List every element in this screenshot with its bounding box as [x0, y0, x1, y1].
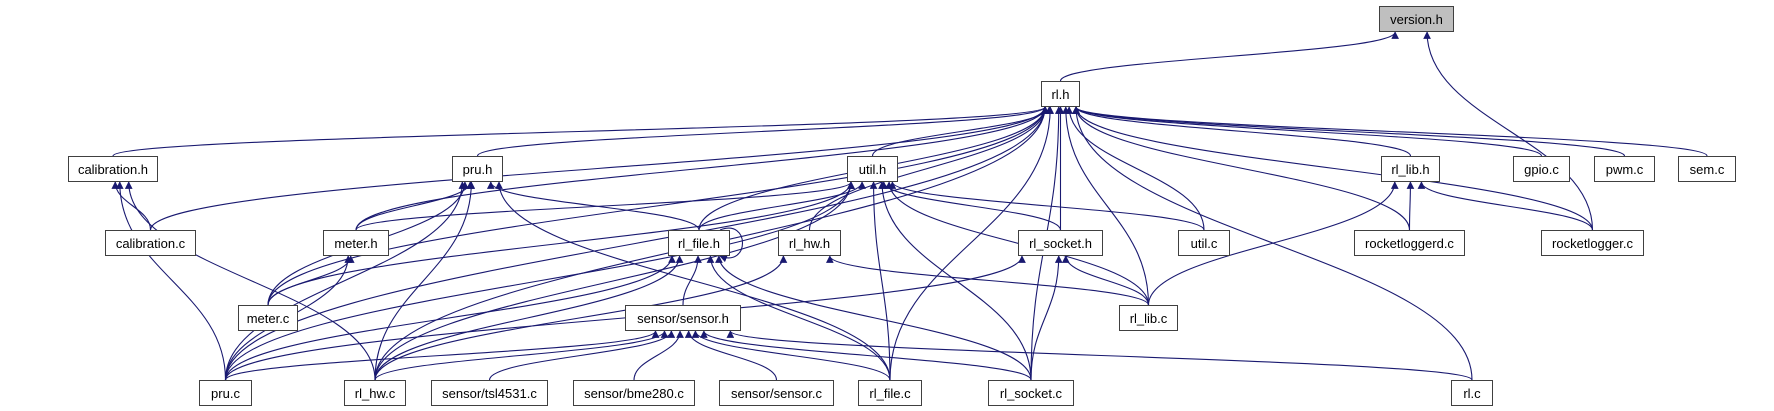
edge-rl-lib-c-to-rl-socket-h	[1061, 255, 1150, 306]
edge-rocketlogger-c-to-version-h	[1423, 31, 1594, 231]
node-sem-c[interactable]: sem.c	[1678, 156, 1736, 182]
edge-pru-c-to-rl-h	[224, 106, 1049, 381]
edge-rl-socket-c-to-sensor-h	[700, 330, 1032, 381]
node-sensor-c[interactable]: sensor/sensor.c	[719, 380, 834, 406]
edge-rl-hw-h-to-rl-h	[808, 106, 1050, 231]
edge-meter-c-to-util-h	[267, 181, 855, 306]
edge-rl-file-c-to-rl-file-h	[706, 255, 891, 381]
edge-gpio-c-to-rl-h	[1072, 106, 1543, 157]
edge-rocketlogger-c-to-rl-h	[1072, 106, 1594, 231]
edge-rl-lib-c-to-rl-lib-h	[1147, 181, 1399, 306]
node-util-c[interactable]: util.c	[1178, 230, 1230, 256]
node-meter-c[interactable]: meter.c	[238, 305, 298, 331]
edge-rl-hw-c-to-rl-file-h	[374, 255, 684, 381]
node-pru-h[interactable]: pru.h	[452, 156, 503, 182]
edge-rl-socket-h-to-util-h	[879, 181, 1062, 231]
node-version-h: version.h	[1379, 6, 1454, 32]
edge-rl-file-c-to-rl-h	[889, 106, 1055, 381]
edge-rocketlogger-c-to-rl-lib-h	[1417, 181, 1594, 231]
edge-rl-c-to-rl-h	[1072, 106, 1473, 381]
edge-calibration-h-to-rl-h	[112, 106, 1049, 157]
edge-rl-hw-c-to-util-h	[374, 181, 855, 381]
edge-sem-c-to-rl-h	[1072, 106, 1708, 157]
edge-bme280-c-to-sensor-h	[633, 330, 684, 381]
node-rl-h[interactable]: rl.h	[1041, 81, 1080, 107]
edge-util-c-to-rl-h	[1065, 106, 1205, 231]
edge-pru-h-to-rl-h	[476, 106, 1049, 157]
edge-rocketloggerd-c-to-rl-h	[1072, 106, 1411, 231]
edge-pru-c-to-util-h	[224, 181, 855, 381]
edge-rl-file-c-to-util-h	[869, 181, 891, 381]
edge-meter-h-to-util-h	[355, 181, 855, 231]
node-rl-socket-c[interactable]: rl_socket.c	[988, 380, 1074, 406]
node-rocketloggerd-c[interactable]: rocketloggerd.c	[1354, 230, 1465, 256]
node-rl-file-c[interactable]: rl_file.c	[858, 380, 922, 406]
node-util-h[interactable]: util.h	[847, 156, 898, 182]
edge-util-c-to-util-h	[888, 181, 1205, 231]
edge-meter-h-to-pru-h	[355, 181, 475, 231]
edge-pru-c-to-calibration-h	[115, 181, 227, 381]
node-pru-c[interactable]: pru.c	[199, 380, 252, 406]
edge-pwm-c-to-rl-h	[1072, 106, 1626, 157]
node-meter-h[interactable]: meter.h	[323, 230, 389, 256]
edge-pru-c-to-sensor-h	[224, 330, 660, 381]
node-rl-lib-c[interactable]: rl_lib.c	[1119, 305, 1178, 331]
node-rl-c[interactable]: rl.c	[1451, 380, 1493, 406]
node-rl-hw-c[interactable]: rl_hw.c	[344, 380, 406, 406]
node-gpio-c[interactable]: gpio.c	[1513, 156, 1570, 182]
node-rocketlogger-c[interactable]: rocketlogger.c	[1541, 230, 1644, 256]
node-rl-socket-h[interactable]: rl_socket.h	[1018, 230, 1103, 256]
edge-rl-file-c-to-sensor-h	[691, 330, 891, 381]
edge-rl-file-h-to-util-h	[698, 181, 866, 231]
edge-rl-lib-h-to-rl-h	[1072, 106, 1412, 157]
edge-rl-hw-c-to-rl-hw-h	[374, 255, 788, 381]
edge-sensor-h-to-rl-file-h	[682, 255, 702, 306]
edge-rl-socket-c-to-rl-file-h	[715, 255, 1032, 381]
edge-pru-c-to-pru-h	[224, 181, 467, 381]
node-rl-file-h[interactable]: rl_file.h	[668, 230, 730, 256]
edge-rl-lib-c-to-rl-h	[1061, 106, 1150, 306]
edge-rl-hw-c-to-calibration-h	[124, 181, 376, 381]
edge-tsl4531-c-to-sensor-h	[488, 330, 676, 381]
edge-rocketloggerd-c-to-rl-lib-h	[1406, 181, 1415, 231]
edge-rl-file-h-to-rl-file-h	[719, 227, 743, 263]
edge-rl-hw-c-to-sensor-h	[374, 330, 669, 381]
edge-calibration-c-to-rl-h	[149, 106, 1049, 231]
edge-rl-h-to-version-h	[1059, 31, 1399, 82]
edge-meter-c-to-rl-h	[267, 106, 1049, 306]
node-rl-hw-h[interactable]: rl_hw.h	[778, 230, 841, 256]
edge-rl-hw-c-to-pru-h	[374, 181, 476, 381]
edge-util-h-to-rl-h	[871, 106, 1054, 157]
node-pwm-c[interactable]: pwm.c	[1594, 156, 1655, 182]
edge-pru-c-to-rl-file-h	[224, 255, 676, 381]
edge-rl-c-to-sensor-h	[726, 330, 1473, 381]
edge-meter-h-to-rl-h	[355, 106, 1049, 231]
node-rl-lib-h[interactable]: rl_lib.h	[1381, 156, 1440, 182]
node-sensor-h[interactable]: sensor/sensor.h	[625, 305, 741, 331]
node-calibration-h[interactable]: calibration.h	[68, 156, 158, 182]
edge-rl-lib-c-to-rl-hw-h	[826, 255, 1150, 306]
node-calibration-c[interactable]: calibration.c	[105, 230, 196, 256]
edge-rl-socket-c-to-util-h	[878, 181, 1032, 381]
edge-pru-c-to-rl-socket-h	[224, 255, 1026, 381]
node-bme280-c[interactable]: sensor/bme280.c	[573, 380, 695, 406]
edge-rl-socket-c-to-rl-socket-h	[1030, 255, 1063, 381]
node-tsl4531-c[interactable]: sensor/tsl4531.c	[431, 380, 548, 406]
